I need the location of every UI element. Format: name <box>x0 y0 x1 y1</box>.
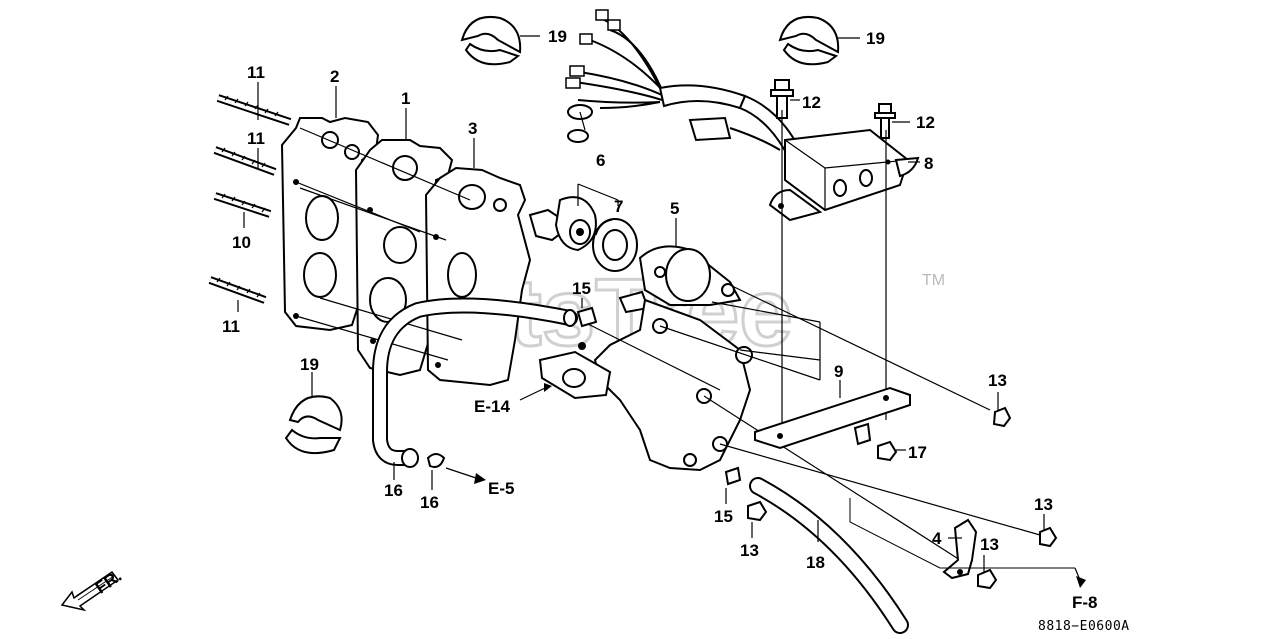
callout-8[interactable]: 8 <box>924 154 933 173</box>
stud-bolt-11-middle[interactable] <box>213 146 277 176</box>
bracket-9[interactable] <box>754 386 911 450</box>
manifold-flange[interactable] <box>538 342 612 400</box>
callout-19[interactable]: 19 <box>548 27 567 46</box>
reference-e14[interactable]: E-14 <box>474 397 510 416</box>
thermostat-seal-7[interactable] <box>592 218 638 272</box>
callout-hose-16[interactable]: 16 <box>384 481 403 500</box>
callout-19[interactable]: 19 <box>866 29 885 48</box>
diagram-code: 8818−E0600A <box>1038 619 1130 634</box>
water-hose-16[interactable] <box>372 297 578 468</box>
callout-4[interactable]: 4 <box>932 529 942 548</box>
thermostat-6[interactable] <box>528 196 597 252</box>
nut-17[interactable] <box>877 440 898 462</box>
hose-clamp-19-left[interactable] <box>284 395 343 454</box>
stud-bolt-11-bottom[interactable] <box>208 276 267 304</box>
callout-13[interactable]: 13 <box>1034 495 1053 514</box>
clip-14[interactable] <box>724 466 742 486</box>
leader-lines <box>237 35 1045 572</box>
nut-13-right[interactable] <box>992 406 1012 428</box>
control-unit-8[interactable] <box>768 128 920 222</box>
callout-6[interactable]: 6 <box>596 151 605 170</box>
callout-7[interactable]: 7 <box>614 197 623 216</box>
callout-18[interactable]: 18 <box>806 553 825 572</box>
hose-clamp-19-top-left[interactable] <box>460 16 522 66</box>
nut-13-bottom[interactable] <box>747 500 768 522</box>
callout-12[interactable]: 12 <box>916 113 935 132</box>
callout-15[interactable]: 16 <box>420 493 439 512</box>
callout-12[interactable]: 12 <box>802 93 821 112</box>
callout-1[interactable]: 1 <box>401 89 410 108</box>
hose-bracket-4[interactable] <box>942 518 978 580</box>
callout-11[interactable]: 11 <box>247 63 265 82</box>
reference-e5[interactable]: E-5 <box>488 479 514 498</box>
callout-19[interactable]: 19 <box>300 355 319 374</box>
stud-bolt-10[interactable] <box>213 192 272 218</box>
hose-clip-15-lower[interactable] <box>426 453 446 468</box>
nut-13-lower-right[interactable] <box>1039 526 1058 548</box>
callout-13[interactable]: 13 <box>740 541 759 560</box>
exhaust-manifold[interactable] <box>593 298 753 472</box>
callout-11[interactable]: 11 <box>247 129 265 148</box>
callout-2[interactable]: 2 <box>330 67 339 86</box>
part-callouts: 11 11 10 11 2 1 3 19 19 19 6 7 5 12 12 8… <box>222 27 1053 572</box>
callout-5[interactable]: 5 <box>670 199 679 218</box>
hose-clip-15-upper[interactable] <box>576 306 598 328</box>
callout-15[interactable]: 15 <box>572 279 591 298</box>
callout-17[interactable]: 17 <box>908 443 927 462</box>
stud-bolt-11-top[interactable] <box>216 94 292 126</box>
bolt-12-right[interactable] <box>874 103 896 139</box>
callout-13[interactable]: 13 <box>988 371 1007 390</box>
watermark-trademark: TM <box>922 272 945 289</box>
callout-11[interactable]: 11 <box>222 317 240 336</box>
callout-3[interactable]: 3 <box>468 119 477 138</box>
nut-13-bracket[interactable] <box>977 568 998 590</box>
reference-f8[interactable]: F-8 <box>1072 593 1098 612</box>
callout-10[interactable]: 10 <box>232 233 251 252</box>
water-hose-18[interactable] <box>749 477 909 634</box>
hose-clamp-19-top-right[interactable] <box>778 16 840 66</box>
callout-13[interactable]: 13 <box>980 535 999 554</box>
callout-9[interactable]: 9 <box>834 362 843 381</box>
front-direction-arrow: FR. <box>60 566 125 612</box>
callout-14[interactable]: 15 <box>714 507 733 526</box>
wire-harness[interactable] <box>565 9 802 162</box>
gasket-3[interactable] <box>424 166 532 387</box>
